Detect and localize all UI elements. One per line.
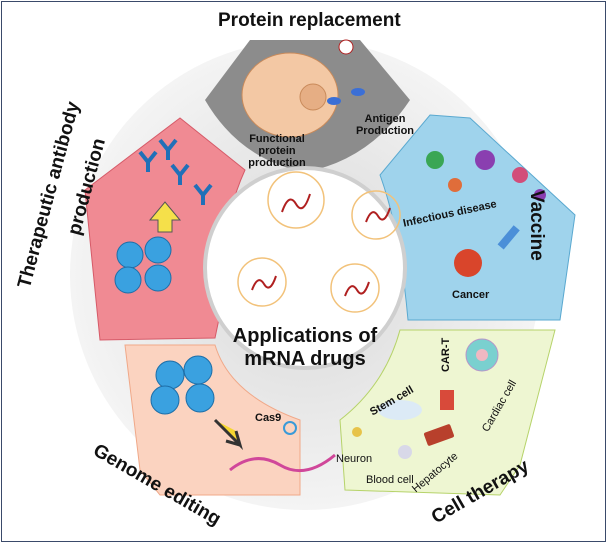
- nucleus-icon: [299, 83, 327, 111]
- car-t-label: CAR-T: [440, 337, 452, 372]
- up-arrow-icon: [148, 201, 182, 233]
- antibody-icons: [138, 138, 213, 205]
- hepatocyte-icon: [424, 424, 454, 446]
- cell-therapy-panel: [339, 329, 556, 496]
- antigen-icon: [351, 88, 365, 96]
- syringe-icon: [497, 225, 520, 250]
- stem-cell-icon: [378, 400, 422, 420]
- protein-replacement-title: Protein replacement: [218, 10, 401, 31]
- antigen-production-label: Antigen Production: [355, 113, 415, 137]
- mrna-vesicle-icon: [338, 39, 354, 55]
- functional-protein-label: Functional protein production: [248, 133, 306, 169]
- mrna-icons: [251, 193, 391, 297]
- cas9-label: Cas9: [255, 412, 282, 424]
- center-title-line2: mRNA drugs: [244, 348, 366, 370]
- cells-icon: [150, 355, 215, 415]
- vaccine-title: Vaccine: [526, 190, 547, 261]
- protein-icon: [327, 97, 341, 105]
- cancer-label: Cancer: [452, 289, 490, 301]
- tumor-icon: [454, 249, 482, 277]
- blood-cell-icon: [398, 445, 412, 459]
- center-circle: [203, 166, 407, 370]
- scissors-icon: [283, 421, 297, 435]
- arrow-icon: [213, 418, 244, 451]
- mrna-bubbles: [237, 171, 401, 313]
- center-title: Applications of mRNA drugs: [225, 325, 385, 371]
- car-t-cell-core-icon: [476, 349, 488, 361]
- blood-cell-label: Blood cell: [366, 474, 414, 486]
- virus-icons: [426, 150, 546, 201]
- center-title-line1: Applications of: [232, 325, 378, 347]
- cardiac-cell-icon: [440, 390, 454, 410]
- b-cells-icon: [114, 236, 172, 294]
- neuron-label: Neuron: [336, 453, 373, 465]
- neuron-icon: [352, 427, 362, 437]
- dna-icon: [229, 453, 336, 473]
- cell-icon: [241, 52, 339, 138]
